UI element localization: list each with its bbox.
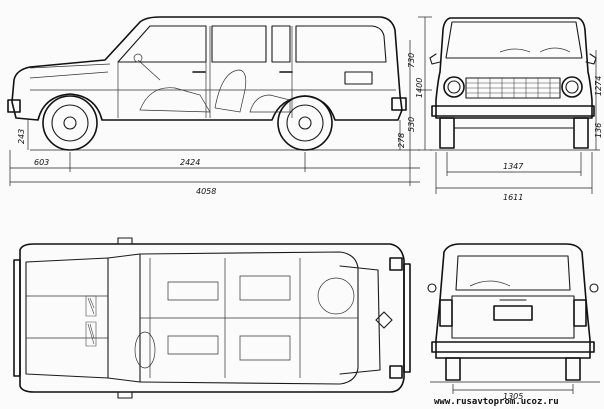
dim-height-total: 1400: [415, 78, 424, 98]
dim-sill-height: 278: [397, 133, 406, 148]
dim-height-upper: 730: [407, 53, 416, 68]
rear-view: 1305: [427, 243, 600, 401]
dim-overall-length: 4058: [196, 187, 216, 196]
dim-bumper-height: 136: [594, 123, 603, 138]
side-view-dimensions: 603 2424 4058 243 730 1400 530 278: [9, 16, 432, 196]
dim-ground-clearance: 243: [17, 129, 26, 144]
watermark-url: www.rusavtoprom.ucoz.ru: [434, 397, 559, 407]
dim-mirror-height: 1274: [594, 76, 603, 96]
front-view: [429, 17, 600, 151]
dim-height-lower: 530: [407, 117, 416, 132]
front-view-dimensions: 1347 1611 1274 136: [435, 50, 603, 202]
dim-rear-track: 1305: [503, 392, 523, 401]
dim-front-track: 1347: [503, 162, 524, 171]
top-view: [13, 237, 411, 399]
dim-wheelbase: 2424: [180, 158, 200, 167]
dim-front-overhang: 603: [34, 158, 49, 167]
side-view: [7, 16, 420, 151]
dim-overall-width: 1611: [503, 193, 523, 202]
